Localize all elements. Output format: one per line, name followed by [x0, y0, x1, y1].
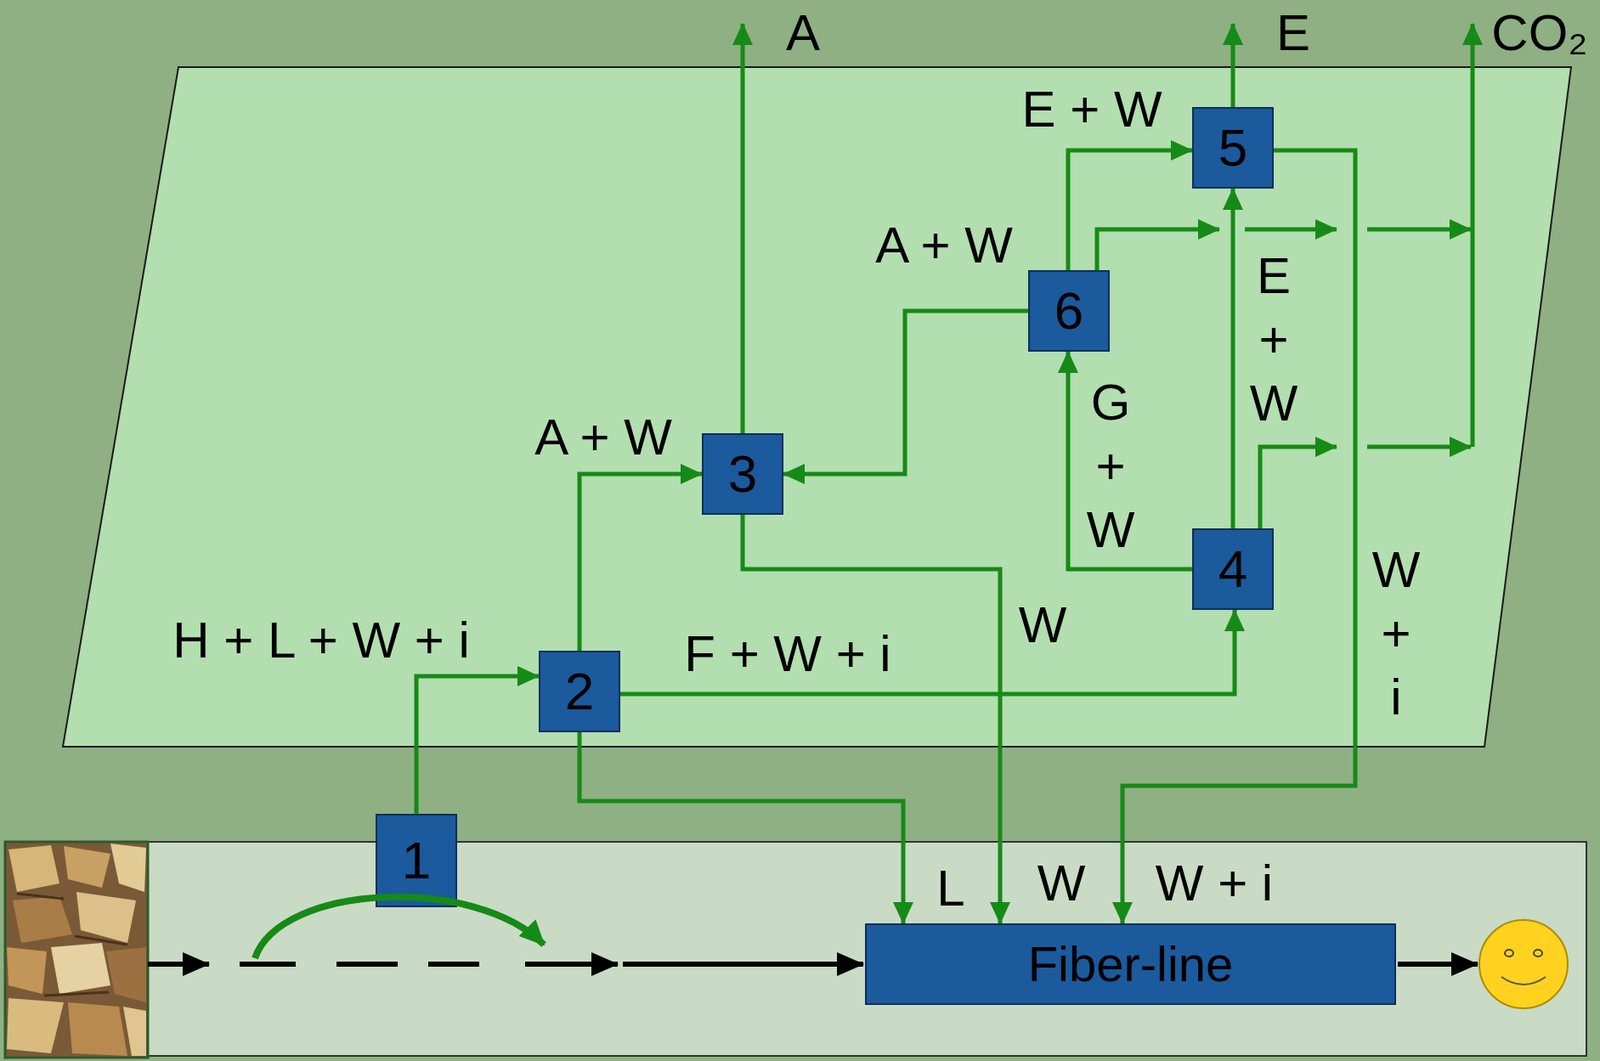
smiley-icon: [1479, 920, 1568, 1009]
output-label: CO₂: [1491, 3, 1588, 63]
flow-label: W: [1018, 595, 1068, 655]
wood-chip: [8, 845, 60, 893]
input-label: W + i: [1155, 853, 1273, 913]
process-box: 1: [375, 814, 458, 908]
flow-label: E + W: [1249, 243, 1299, 436]
process-box: 4: [1192, 528, 1274, 611]
wood-chip: [6, 947, 47, 995]
wood-chip: [67, 1002, 128, 1057]
mill-panel: [5, 842, 1587, 1057]
flow-connector: [783, 310, 1029, 475]
fiber-line-box: Fiber-line: [865, 923, 1397, 1006]
box-label: 3: [728, 445, 758, 504]
flow-connector: [1068, 351, 1193, 570]
process-box: 5: [1192, 107, 1274, 189]
flow-connector: [416, 676, 539, 815]
wood-chip: [6, 998, 64, 1054]
smiley-eye: [1533, 949, 1543, 957]
flow-arrow: [525, 961, 618, 967]
smiley-eye: [1504, 949, 1514, 957]
output-label: E: [1276, 3, 1311, 63]
box-label: 1: [401, 831, 431, 890]
flow-label: A + W: [534, 407, 673, 467]
wood-chip: [106, 947, 147, 1003]
wood-chips-picture: [5, 842, 148, 1058]
process-box: 3: [701, 433, 784, 515]
chip-shadow: [16, 893, 128, 996]
flow-connector: [1122, 150, 1356, 924]
flow-arrow: [147, 961, 210, 967]
box-label: 4: [1218, 540, 1248, 599]
wood-chip: [76, 892, 136, 944]
process-box: 2: [538, 650, 621, 733]
flow-connector: [1068, 150, 1193, 271]
gas-arrow: [1367, 445, 1471, 450]
input-label: W: [1037, 853, 1086, 913]
wood-chip: [50, 943, 111, 995]
flow-label: A + W: [875, 215, 1013, 275]
process-plane: [62, 67, 1572, 747]
process-box: 6: [1028, 270, 1110, 352]
flow-dash: [239, 961, 296, 967]
flow-label: W + i: [1372, 537, 1421, 730]
flow-connector: [742, 514, 1001, 924]
smiley-mouth: [1501, 977, 1546, 985]
output-label: A: [785, 3, 820, 63]
box-label: Fiber-line: [1028, 937, 1234, 992]
box-label: 5: [1218, 118, 1248, 177]
gas-arrow: [1367, 227, 1471, 232]
gas-arrow: [1096, 229, 1220, 271]
output-arrow: [740, 23, 746, 434]
flow-arrow: [1397, 961, 1478, 967]
flow-arrow: [622, 961, 864, 967]
flow-connector: [579, 732, 904, 924]
output-arrow: [1231, 23, 1236, 108]
flow-connector: [620, 610, 1235, 695]
wood-chip: [110, 843, 147, 893]
flow-label: F + W + i: [684, 624, 891, 684]
flow-connector: [1231, 188, 1236, 529]
smiley-face: [1479, 920, 1568, 1009]
flow-label: L: [936, 859, 965, 918]
wood-chip: [63, 846, 111, 888]
gas-arrow: [1244, 227, 1337, 232]
wood-chip: [12, 896, 73, 944]
wood-chip: [123, 1006, 147, 1057]
output-arrow: [1470, 23, 1476, 447]
flow-dash: [428, 961, 480, 967]
gas-arrow: [1260, 446, 1337, 529]
box-label: 6: [1054, 282, 1084, 340]
flow-label: E + W: [1021, 79, 1162, 139]
box-label: 2: [565, 662, 594, 721]
flow-label: H + L + W + i: [172, 610, 470, 670]
chips-ground: [5, 842, 148, 1058]
flow-connector: [579, 474, 702, 651]
flow-label: G + W: [1086, 370, 1136, 562]
flow-dash: [336, 961, 398, 967]
